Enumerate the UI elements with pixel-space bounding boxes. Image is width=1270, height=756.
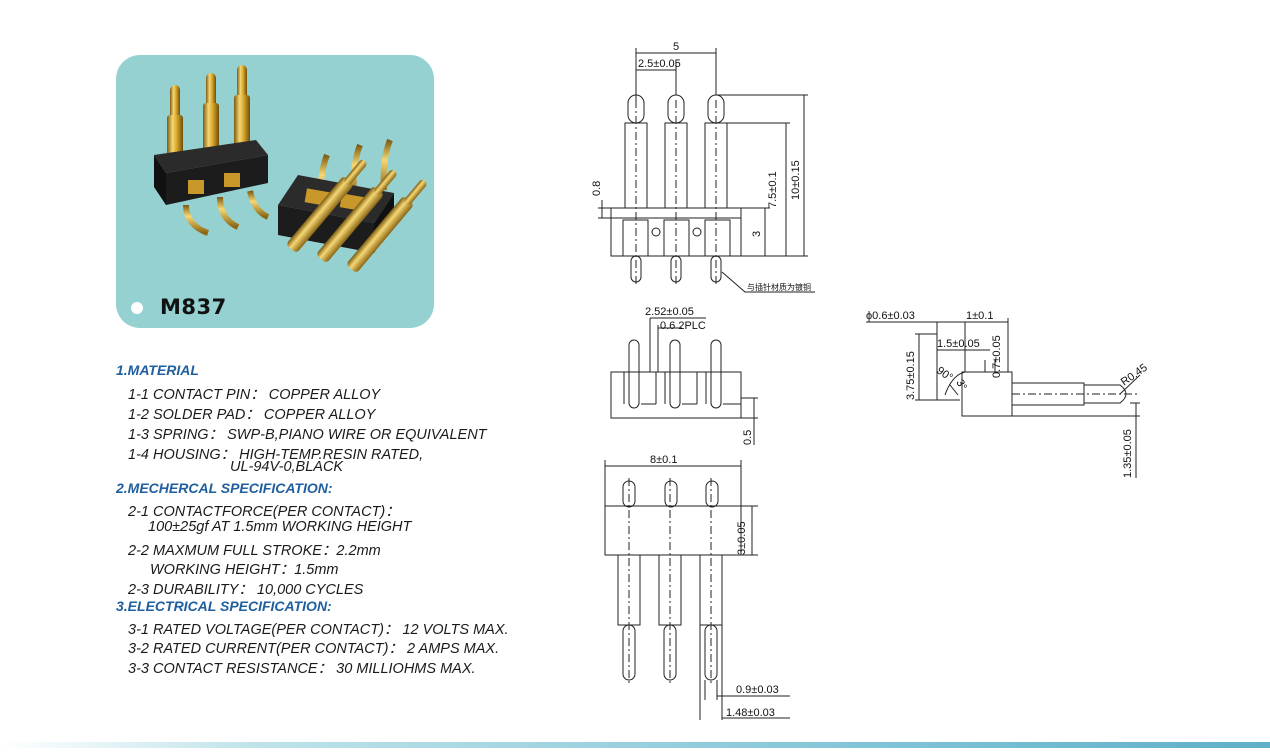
model-label: M837 xyxy=(160,295,227,319)
spec-line: 1-1 CONTACT PIN： COPPER ALLOY xyxy=(128,387,381,403)
dim-front-housing: 3 xyxy=(751,231,763,237)
spec-line: UL-94V-0,BLACK xyxy=(230,459,344,475)
dim-side-thickness: 0.7±0.05 xyxy=(991,335,1003,378)
section-heading-material: 1.MATERIAL xyxy=(116,362,199,378)
dim-side-offset: 1±0.1 xyxy=(966,310,993,322)
dim-top-height: 3±0.05 xyxy=(736,521,748,555)
dim-front-pin-length: 7.5±0.1 xyxy=(767,171,779,208)
spec-line: 2-3 DURABILITY： 10,000 CYCLES xyxy=(128,582,364,598)
spec-line: 1-4 HOUSING： HIGH-TEMP.RESIN RATED, xyxy=(128,447,424,463)
spec-line: 2-2 MAXMUM FULL STROKE：2.2mm xyxy=(128,543,381,559)
front-view xyxy=(598,48,815,293)
dim-side-angle-3: 3° xyxy=(953,378,969,393)
product-photo xyxy=(116,55,434,328)
top-view xyxy=(604,460,790,720)
dim-front-height-total: 10±0.15 xyxy=(790,160,802,200)
spec-line: 3-1 RATED VOLTAGE(PER CONTACT)： 12 VOLTS… xyxy=(128,622,509,638)
spec-line: 3-2 RATED CURRENT(PER CONTACT)： 2 AMPS M… xyxy=(128,641,500,657)
section-heading-electrical: 3.ELECTRICAL SPECIFICATION: xyxy=(116,598,332,614)
dim-top-pin-dia: 0.9±0.03 xyxy=(736,684,779,696)
section-heading-mechanical: 2.MECHERCAL SPECIFICATION: xyxy=(116,480,333,496)
dim-side-dia: ϕ0.6±0.03 xyxy=(866,310,915,322)
dim-side-width: 1.5±0.05 xyxy=(937,338,980,350)
dim-bottom-pitch: 2.52±0.05 xyxy=(645,306,694,318)
dim-front-overall-width: 5 xyxy=(673,41,679,53)
spec-line: 1-3 SPRING： SWP-B,PIANO WIRE OR EQUIVALE… xyxy=(128,427,487,443)
dim-front-note: 与插针材质为镀铜 xyxy=(747,282,811,292)
model-bullet xyxy=(131,302,143,314)
side-view xyxy=(866,318,1141,478)
dim-top-width: 8±0.1 xyxy=(650,454,677,466)
footer-accent-bar xyxy=(0,742,1270,748)
spec-line: 100±25gf AT 1.5mm WORKING HEIGHT xyxy=(148,519,412,535)
dim-bottom-pad: 0.5 xyxy=(742,430,754,445)
bottom-view xyxy=(610,317,758,445)
connector-illustration xyxy=(154,65,427,272)
spec-line: WORKING HEIGHT：1.5mm xyxy=(150,562,339,578)
spec-line: 2-1 CONTACTFORCE(PER CONTACT)： xyxy=(128,504,400,520)
dim-front-offset: 0.8 xyxy=(591,181,603,196)
dim-side-height: 3.75±0.15 xyxy=(905,351,917,400)
spec-line: 3-3 CONTACT RESISTANCE： 30 MILLIOHMS MAX… xyxy=(128,661,476,677)
dim-side-radius: R0.45 xyxy=(1119,362,1150,389)
spec-line: 1-2 SOLDER PAD： COPPER ALLOY xyxy=(128,407,376,423)
dim-front-pitch: 2.5±0.05 xyxy=(638,58,681,70)
dim-top-tip-dia: 1.48±0.03 xyxy=(726,707,775,719)
dim-bottom-holes: 0.6 2PLC xyxy=(660,320,706,332)
dim-side-pin-height: 1.35±0.05 xyxy=(1122,429,1134,478)
